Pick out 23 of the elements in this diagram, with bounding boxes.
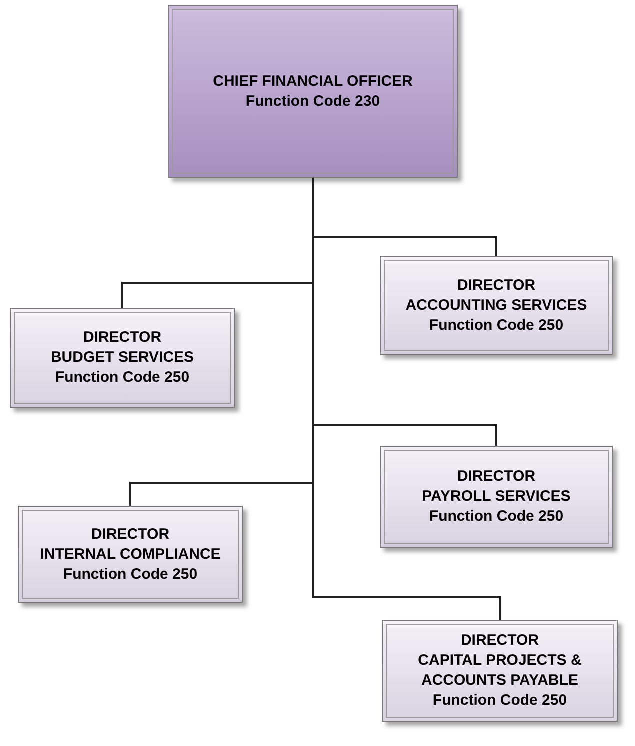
- position-title: CAPITAL PROJECTS & ACCOUNTS PAYABLE: [417, 651, 583, 691]
- function-code: Function Code 230: [246, 92, 380, 112]
- position-title: PAYROLL SERVICES: [422, 487, 571, 507]
- department-box: [380, 446, 613, 548]
- function-code: Function Code 250: [429, 507, 564, 527]
- function-code: Function Code 250: [55, 368, 190, 388]
- position-title: INTERNAL COMPLIANCE: [40, 544, 221, 564]
- department-box: [18, 506, 243, 603]
- function-code: Function Code 250: [429, 316, 564, 336]
- department-box: [10, 308, 235, 408]
- position-title: DIRECTOR: [457, 276, 536, 296]
- function-code: Function Code 250: [63, 564, 198, 584]
- position-title: ACCOUNTING SERVICES: [406, 296, 588, 316]
- position-title: DIRECTOR: [91, 524, 170, 544]
- position-title: DIRECTOR: [457, 467, 536, 487]
- position-title: DIRECTOR: [83, 328, 162, 348]
- position-title: BUDGET SERVICES: [50, 348, 194, 368]
- position-title: CHIEF FINANCIAL OFFICER: [213, 72, 413, 92]
- department-box: [380, 256, 613, 355]
- department-box: [382, 620, 618, 722]
- executive-box: [168, 5, 458, 178]
- position-title: DIRECTOR: [460, 631, 540, 651]
- function-code: Function Code 250: [432, 691, 568, 711]
